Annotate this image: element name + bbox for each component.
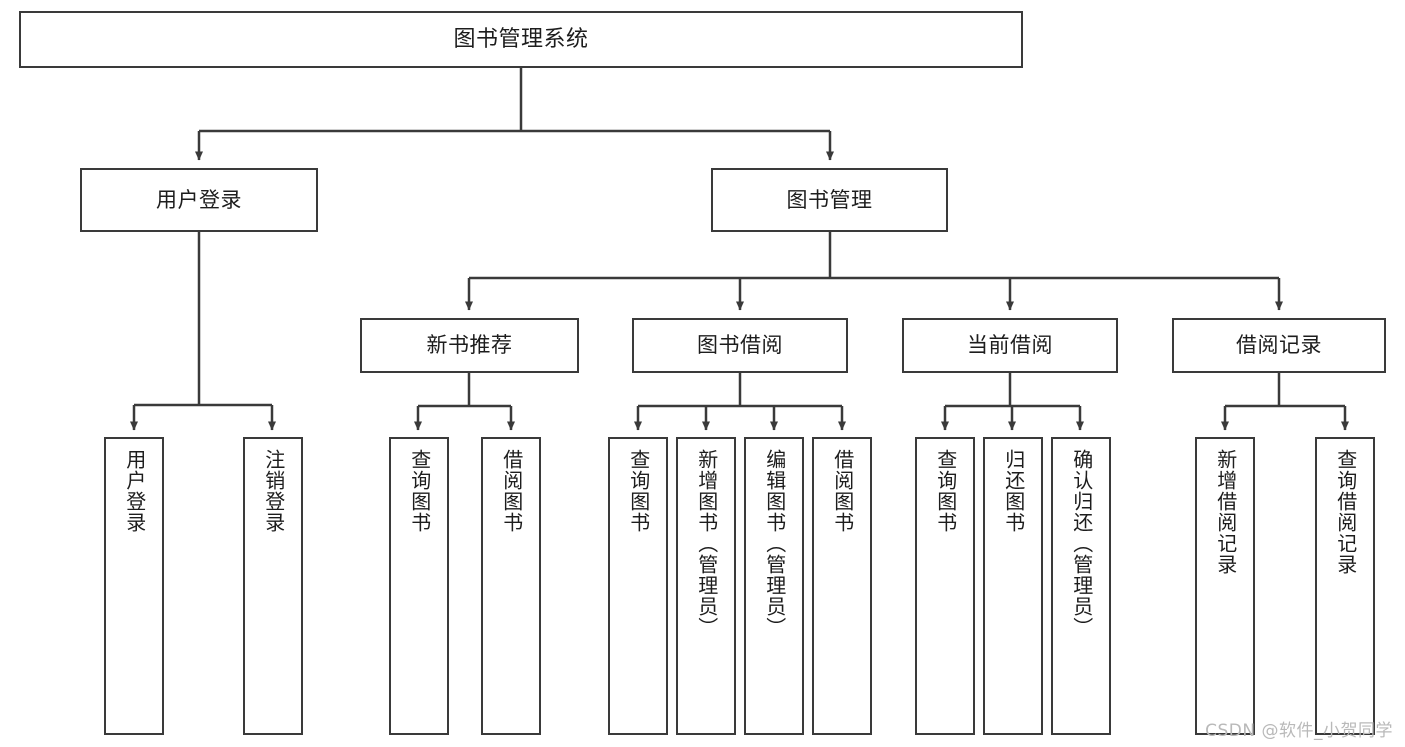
node-label: 借阅记录	[1236, 333, 1322, 358]
node-label: 查询图书	[933, 449, 958, 533]
leaf-borrow-borrow-book[interactable]: 借阅图书	[812, 437, 872, 735]
node-label: 当前借阅	[967, 333, 1053, 358]
leaf-borrow-add-book[interactable]: 新增图书（管理员）	[676, 437, 736, 735]
node-label: 查询图书	[626, 449, 651, 533]
leaf-borrow-edit-book[interactable]: 编辑图书（管理员）	[744, 437, 804, 735]
node-root-system[interactable]: 图书管理系统	[19, 11, 1023, 68]
node-label: 新书推荐	[426, 333, 513, 358]
node-label: 查询借阅记录	[1333, 449, 1358, 575]
node-label: 图书借阅	[697, 333, 783, 358]
node-label: 图书管理系统	[453, 26, 589, 52]
node-label: 用户登录	[156, 187, 242, 212]
node-label: 新增图书（管理员）	[694, 449, 719, 638]
leaf-record-add[interactable]: 新增借阅记录	[1195, 437, 1255, 735]
node-label: 用户登录	[122, 449, 147, 533]
leaf-user-logout[interactable]: 注销登录	[243, 437, 303, 735]
leaf-current-confirm-return[interactable]: 确认归还（管理员）	[1051, 437, 1111, 735]
node-label: 编辑图书（管理员）	[762, 449, 787, 638]
node-label: 确认归还（管理员）	[1069, 449, 1094, 638]
node-book-management[interactable]: 图书管理	[711, 168, 948, 232]
leaf-user-login[interactable]: 用户登录	[104, 437, 164, 735]
leaf-current-return-book[interactable]: 归还图书	[983, 437, 1043, 735]
node-label: 查询图书	[407, 449, 432, 533]
node-label: 归还图书	[1001, 449, 1026, 533]
leaf-borrow-query-book[interactable]: 查询图书	[608, 437, 668, 735]
node-label: 新增借阅记录	[1213, 449, 1238, 575]
node-current-borrow[interactable]: 当前借阅	[902, 318, 1118, 373]
node-label: 借阅图书	[830, 449, 855, 533]
node-label: 注销登录	[261, 449, 286, 533]
node-user-login[interactable]: 用户登录	[80, 168, 318, 232]
node-book-borrow[interactable]: 图书借阅	[632, 318, 848, 373]
leaf-current-query-book[interactable]: 查询图书	[915, 437, 975, 735]
node-new-book-recommend[interactable]: 新书推荐	[360, 318, 579, 373]
node-label: 图书管理	[786, 187, 873, 212]
leaf-new-book-query[interactable]: 查询图书	[389, 437, 449, 735]
node-label: 借阅图书	[499, 449, 524, 533]
leaf-new-book-borrow[interactable]: 借阅图书	[481, 437, 541, 735]
node-borrow-record[interactable]: 借阅记录	[1172, 318, 1386, 373]
leaf-record-query[interactable]: 查询借阅记录	[1315, 437, 1375, 735]
